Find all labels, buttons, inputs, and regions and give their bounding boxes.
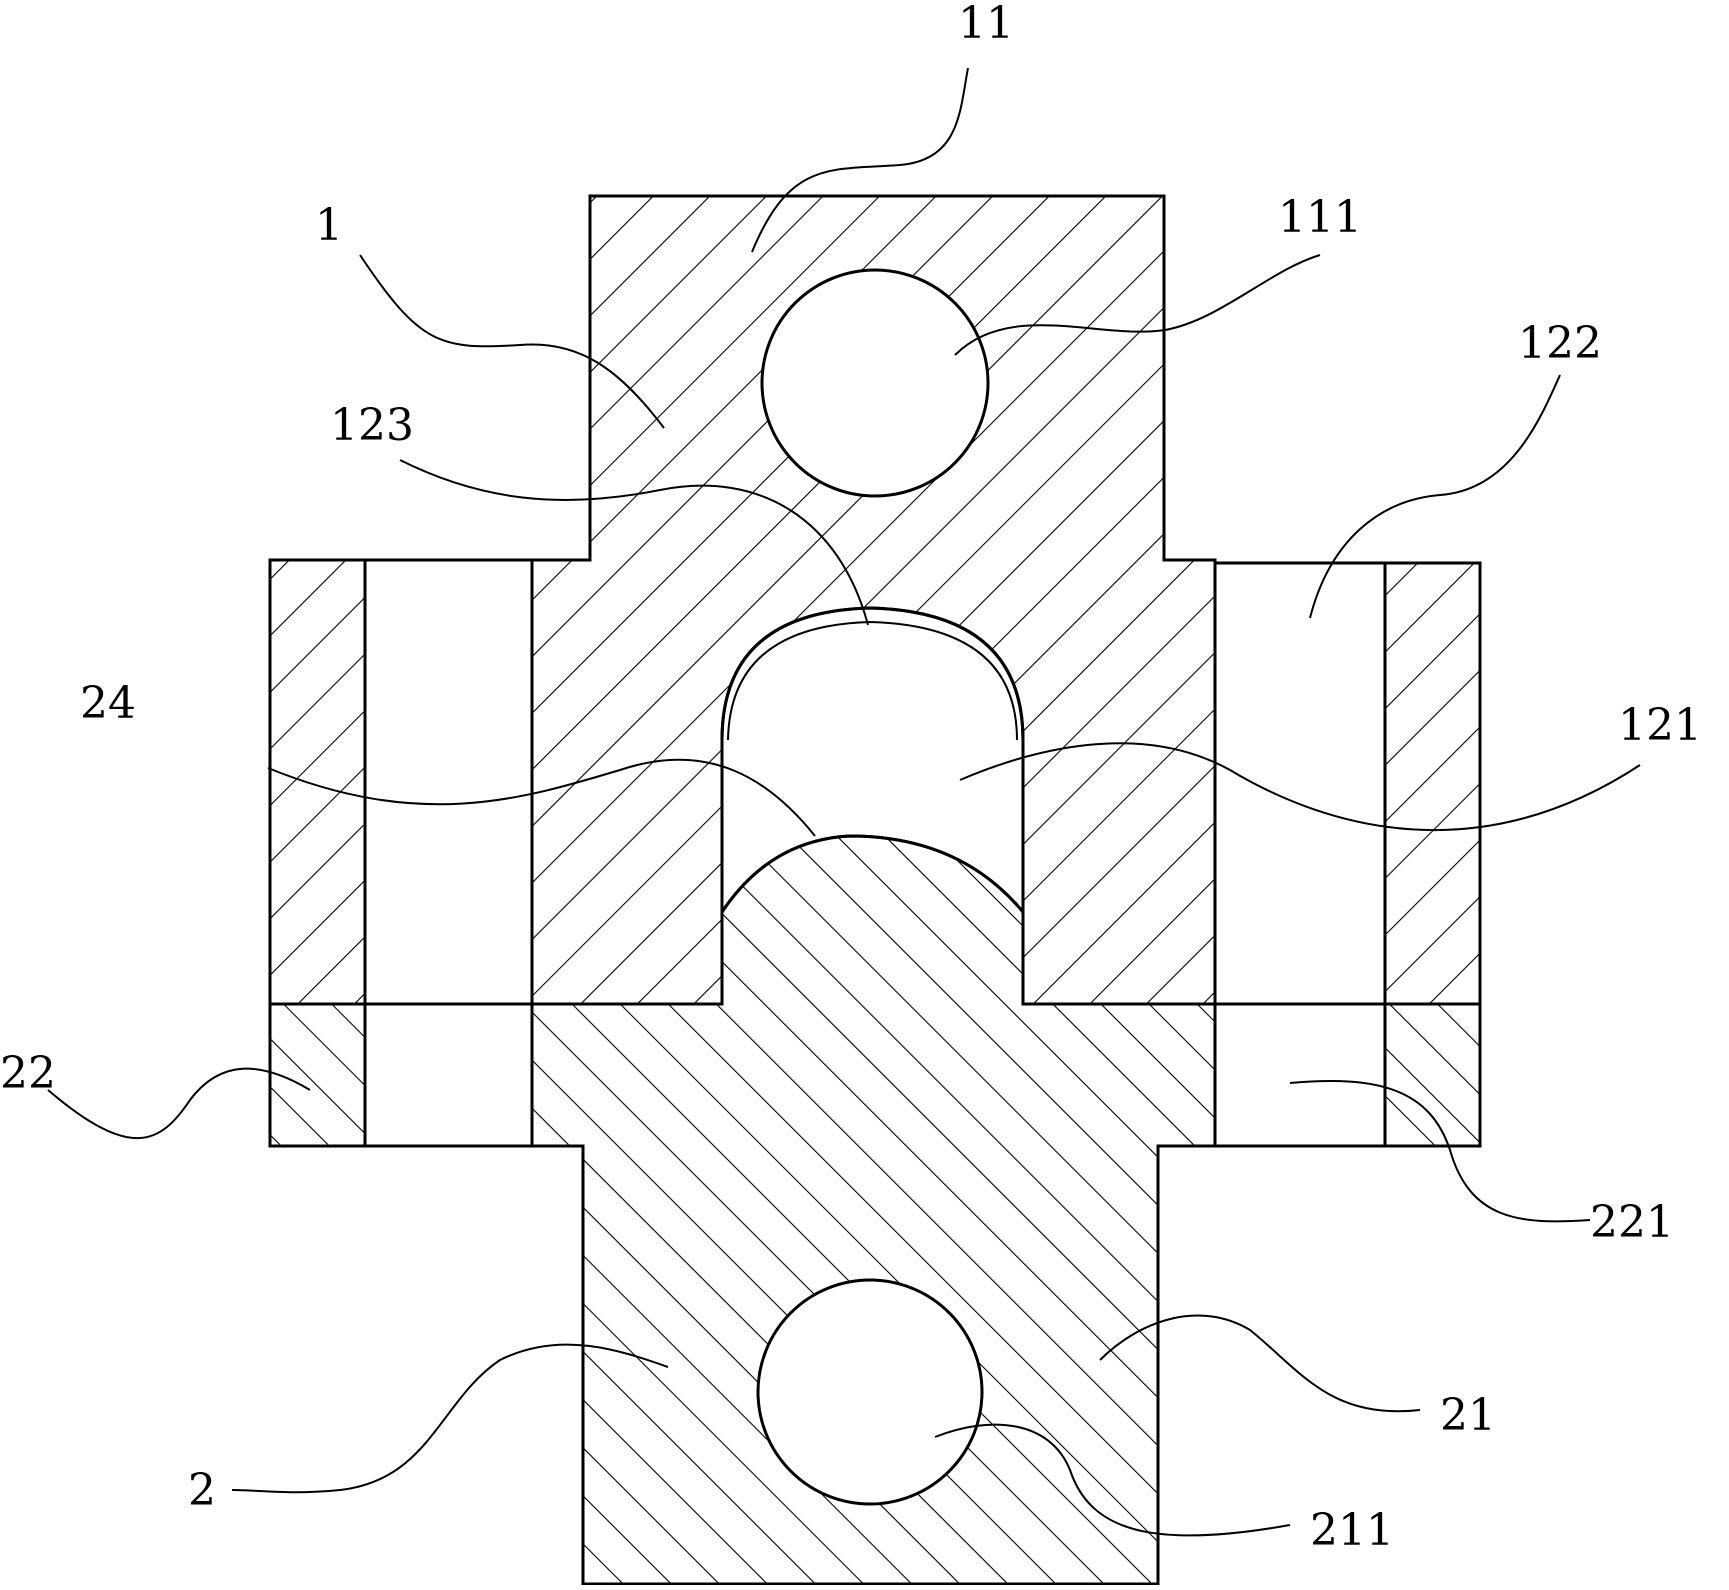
label-11: 11 — [958, 0, 1014, 49]
upper-right-wall — [1385, 563, 1480, 1004]
label-211: 211 — [1310, 1505, 1394, 1556]
flange-22 — [270, 1004, 365, 1146]
label-111: 111 — [1278, 192, 1362, 243]
groove-122 — [1215, 563, 1385, 1004]
label-24: 24 — [80, 678, 136, 729]
label-22: 22 — [0, 1048, 56, 1099]
lower-left-gap — [365, 1004, 532, 1146]
liner-123-inner — [728, 622, 1017, 740]
hole-111 — [762, 270, 988, 496]
hole-211 — [758, 1280, 982, 1504]
upper-left-gap — [365, 560, 532, 1004]
upper-left-wall — [270, 560, 365, 1004]
label-221: 221 — [1590, 1197, 1674, 1248]
flange-right — [1385, 1004, 1480, 1146]
label-121: 121 — [1618, 700, 1702, 751]
label-2: 2 — [188, 1465, 216, 1516]
groove-221 — [1215, 1004, 1385, 1146]
label-123: 123 — [330, 400, 414, 451]
label-1: 1 — [315, 200, 343, 251]
label-122: 122 — [1518, 318, 1602, 369]
label-21: 21 — [1440, 1390, 1496, 1441]
